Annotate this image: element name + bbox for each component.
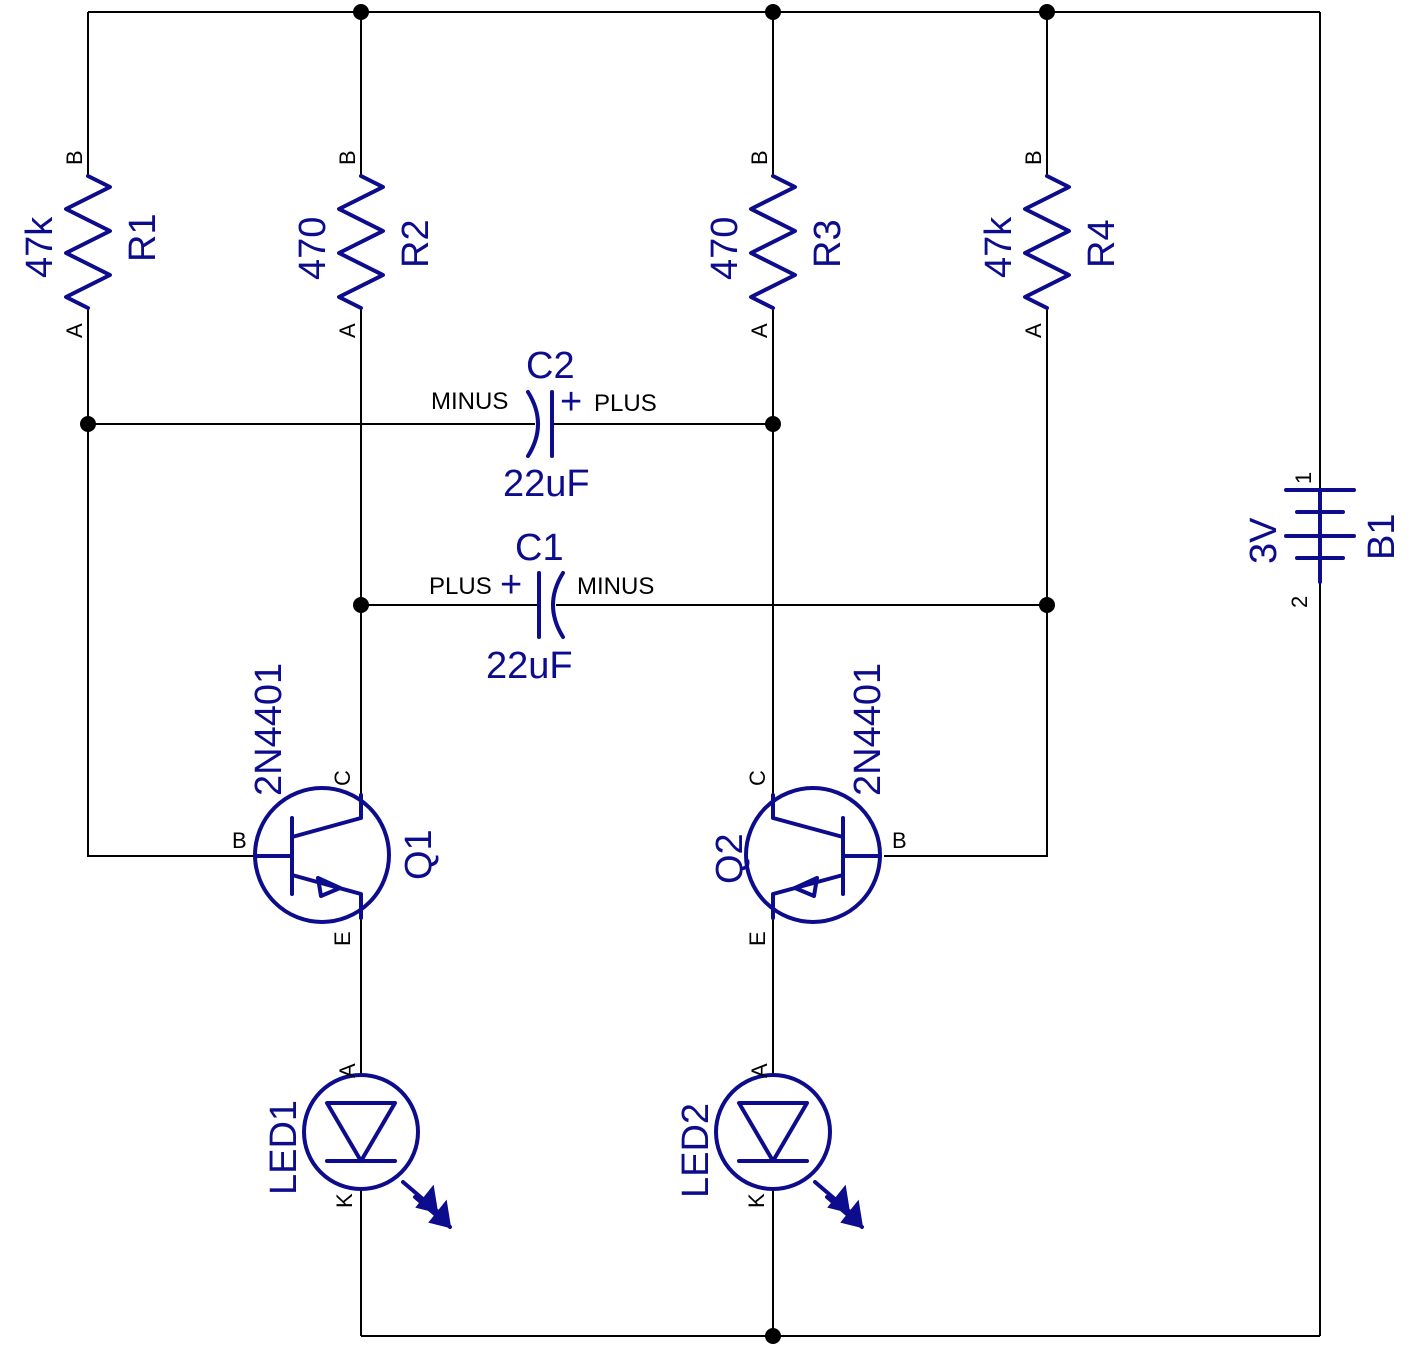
junction-dot — [765, 1328, 781, 1344]
capacitor-curved-plate-icon — [551, 571, 565, 639]
b1-pin-2-label: 2 — [1287, 596, 1312, 608]
led-body-icon — [714, 1073, 832, 1191]
transistor-q1: B C E 2N4401 Q1 — [232, 663, 440, 946]
c2-minus-label: MINUS — [431, 388, 508, 415]
transistor-emitter-icon — [771, 873, 845, 920]
junction-dot — [765, 4, 781, 20]
r3-value-label: 470 — [704, 217, 746, 280]
led-body-icon — [302, 1073, 420, 1191]
resistor-r4: B A 47k R4 — [978, 150, 1123, 338]
led-led1: A K LED1 — [263, 1063, 452, 1229]
capacitor-curved-plate-icon — [526, 390, 540, 458]
r4-ref-label: R4 — [1081, 219, 1123, 268]
diode-triangle-icon — [325, 1101, 397, 1163]
battery-b1: 1 2 3V B1 — [1243, 472, 1403, 608]
capacitor-c1: C1 22uF PLUS + MINUS — [429, 527, 654, 687]
emitter-arrow-icon — [316, 876, 342, 898]
c1-plus-label: PLUS — [429, 573, 492, 600]
wires — [87, 11, 1321, 1337]
r1-bottom-wire — [87, 308, 258, 857]
led2-pin-a-label: A — [747, 1063, 772, 1078]
c2-ref-label: C2 — [526, 345, 575, 387]
led-led2: A K LED2 — [675, 1063, 864, 1229]
transistor-collector-icon — [290, 793, 363, 839]
r3-ref-label: R3 — [807, 219, 849, 268]
c1-ref-label: C1 — [515, 527, 564, 569]
c2-plus-sign: + — [560, 381, 582, 423]
b1-ref-label: B1 — [1361, 514, 1403, 560]
r1-pin-b-label: B — [62, 150, 87, 165]
led2-ref-label: LED2 — [675, 1103, 717, 1198]
r2-pin-b-label: B — [335, 150, 360, 165]
r3-pin-b-label: B — [747, 150, 772, 165]
arrow-head-icon — [827, 1184, 851, 1214]
transistor-collector-icon — [771, 793, 845, 839]
r4-pin-b-label: B — [1021, 150, 1046, 165]
resistor-zigzag-icon — [64, 174, 112, 310]
resistor-zigzag-icon — [1023, 174, 1071, 310]
q1-ref-label: Q1 — [398, 829, 440, 880]
r4-bottom-wire — [884, 308, 1048, 857]
q1-pin-e-label: E — [330, 931, 355, 946]
junction-dot — [1039, 597, 1055, 613]
r1-value-label: 47k — [19, 216, 61, 278]
transistor-emitter-icon — [290, 873, 363, 920]
q1-pin-c-label: C — [330, 770, 355, 786]
c1-minus-label: MINUS — [577, 573, 654, 600]
led2-pin-k-label: K — [744, 1193, 769, 1208]
q1-pin-b-label: B — [232, 828, 247, 853]
c1-plus-sign: + — [500, 564, 522, 606]
c1-value-label: 22uF — [486, 645, 573, 687]
emitter-arrow-icon — [793, 876, 819, 898]
r4-pin-a-label: A — [1021, 323, 1046, 338]
junction-dot — [1039, 4, 1055, 20]
q2-pin-c-label: C — [745, 770, 770, 786]
c2-plus-label: PLUS — [594, 390, 657, 417]
resistor-zigzag-icon — [749, 174, 797, 310]
capacitor-c2: C2 22uF MINUS + PLUS — [431, 345, 657, 505]
r4-value-label: 47k — [978, 216, 1020, 278]
resistor-r3: B A 470 R3 — [704, 150, 849, 338]
junction-dot — [353, 4, 369, 20]
resistor-r1: B A 47k R1 — [19, 150, 164, 338]
q2-pin-b-label: B — [892, 828, 907, 853]
junction-dot — [765, 416, 781, 432]
led1-ref-label: LED1 — [263, 1100, 305, 1195]
junctions — [80, 4, 1055, 1344]
led1-pin-a-label: A — [335, 1063, 360, 1078]
arrow-head-icon — [415, 1184, 439, 1214]
r1-ref-label: R1 — [122, 213, 164, 262]
b1-value-label: 3V — [1243, 517, 1285, 564]
resistor-zigzag-icon — [337, 174, 385, 310]
junction-dot — [80, 416, 96, 432]
q2-ref-label: Q2 — [709, 833, 751, 884]
resistor-r2: B A 470 R2 — [292, 150, 437, 338]
c2-value-label: 22uF — [503, 463, 590, 505]
q1-part-label: 2N4401 — [248, 663, 290, 796]
diode-triangle-icon — [737, 1101, 809, 1163]
q2-part-label: 2N4401 — [847, 663, 889, 796]
r2-ref-label: R2 — [395, 219, 437, 268]
q2-pin-e-label: E — [745, 931, 770, 946]
r2-value-label: 470 — [292, 217, 334, 280]
led1-pin-k-label: K — [332, 1193, 357, 1208]
transistor-q2: B C E 2N4401 Q2 — [709, 663, 907, 946]
r3-pin-a-label: A — [747, 323, 772, 338]
junction-dot — [353, 597, 369, 613]
b1-pin-1-label: 1 — [1291, 472, 1316, 484]
r1-pin-a-label: A — [62, 323, 87, 338]
r2-pin-a-label: A — [335, 323, 360, 338]
